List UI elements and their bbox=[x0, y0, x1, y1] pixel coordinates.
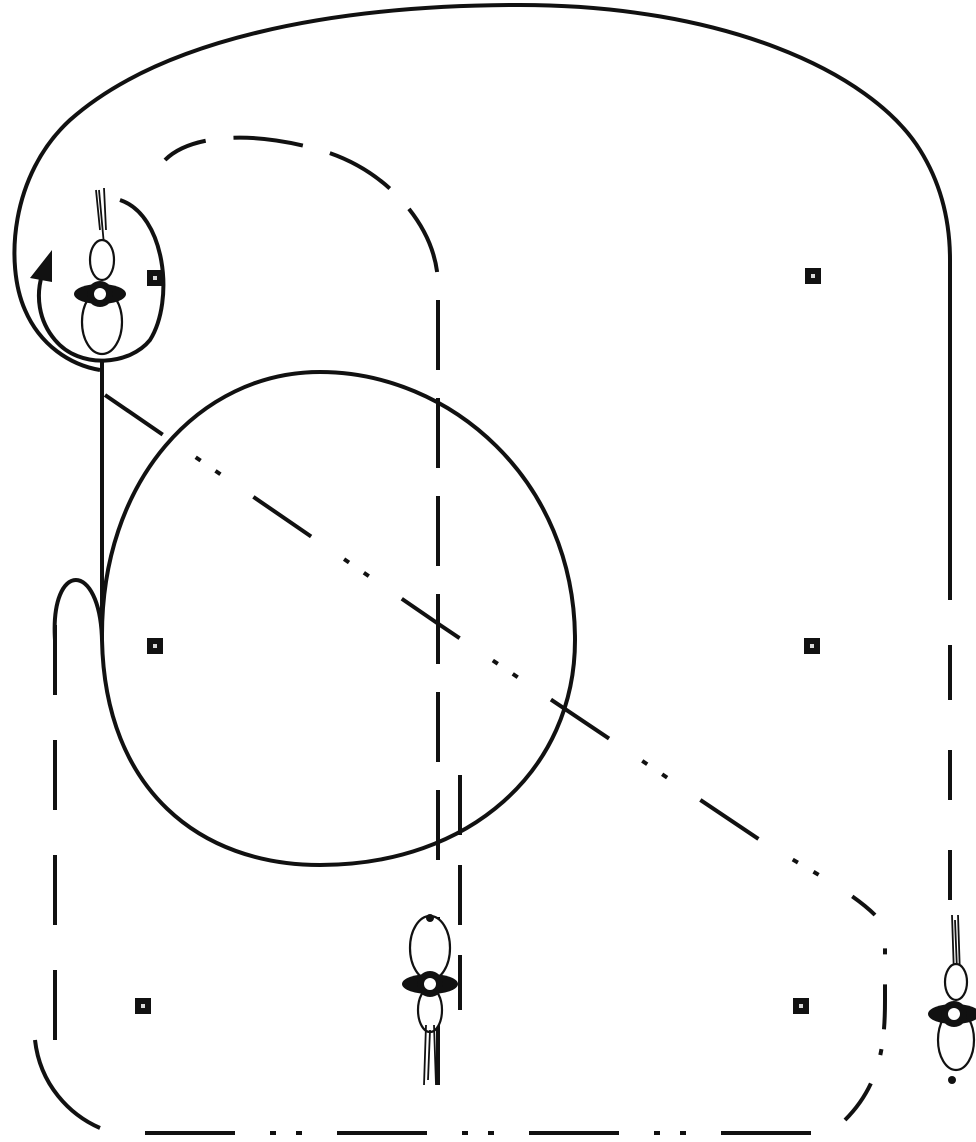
outer-track-line bbox=[14, 5, 950, 900]
volte-arrow-icon bbox=[30, 250, 52, 282]
arena-markers bbox=[135, 268, 821, 1014]
rider-bottom-middle-icon bbox=[402, 914, 458, 1085]
diagonal-track-line bbox=[105, 395, 875, 915]
rider-top-left-icon bbox=[74, 188, 126, 354]
rider-right-icon bbox=[928, 915, 976, 1084]
large-circle-line bbox=[55, 372, 575, 865]
inner-track-line bbox=[165, 138, 438, 1085]
bottom-right-corner-line bbox=[845, 940, 885, 1120]
bottom-left-corner-line bbox=[35, 1040, 100, 1128]
